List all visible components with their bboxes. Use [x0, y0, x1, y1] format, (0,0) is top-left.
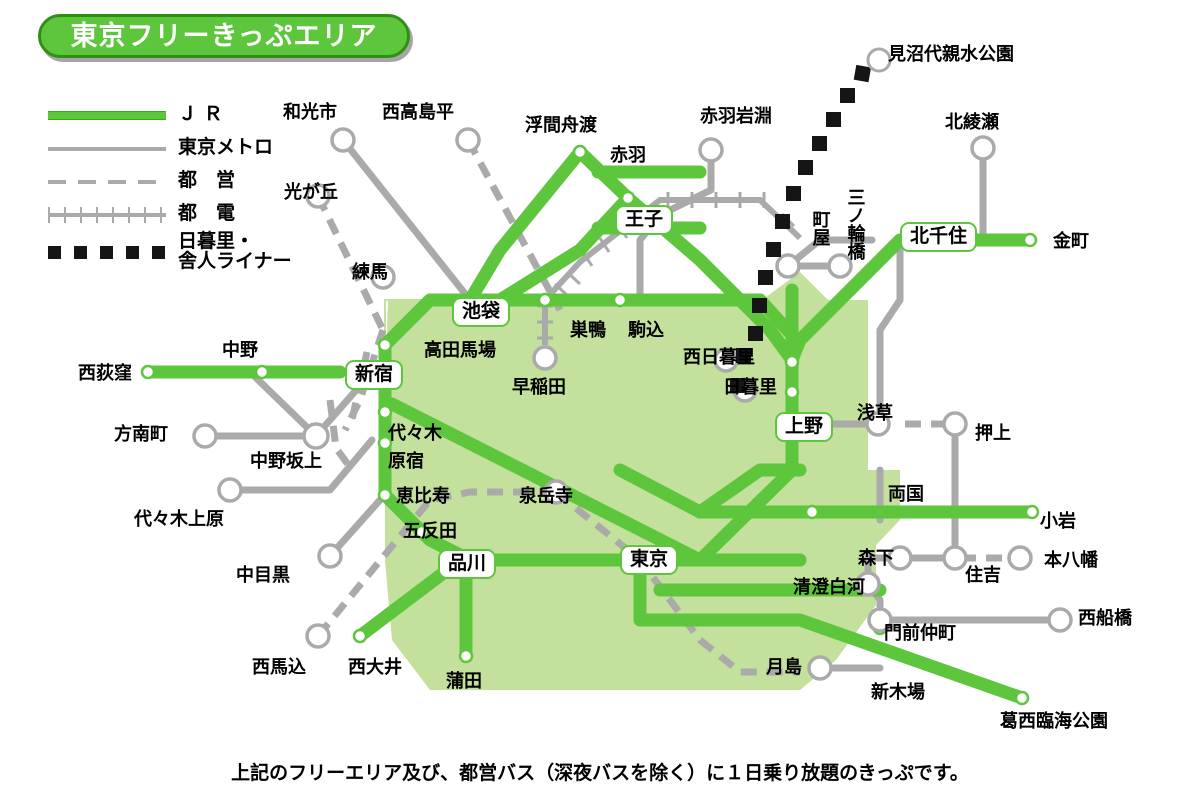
station-label: 蒲田	[446, 671, 482, 692]
station-label: 西大井	[348, 657, 402, 678]
major-station-label: 王子	[615, 205, 674, 235]
legend-label-jr: Ｊ Ｒ	[178, 102, 223, 125]
station-label: 葛西臨海公園	[1000, 711, 1108, 732]
jr-lines	[141, 145, 1039, 705]
station-label: 練馬	[352, 262, 388, 283]
station-label: 光が丘	[284, 182, 338, 203]
station-label: 新木場	[871, 682, 925, 703]
station-label: 森下	[858, 548, 894, 569]
map-title-text: 東京フリーきっぷエリア	[70, 20, 378, 52]
station-label: 赤羽岩淵	[700, 106, 772, 127]
jr-line-icon	[48, 104, 166, 126]
station-label: 浮間舟渡	[525, 115, 597, 136]
station-label: 西荻窪	[78, 363, 132, 384]
legend-item-liner: 日暮里・ 舎人ライナー	[48, 230, 328, 274]
station-label: 門前仲町	[884, 623, 956, 644]
station-label: 中野坂上	[250, 451, 322, 472]
major-station-label: 北千住	[900, 222, 978, 252]
station-label: 代々木	[388, 423, 442, 444]
liner-line-icon	[48, 241, 166, 263]
metro-line-icon	[48, 137, 166, 159]
station-label: 方南町	[114, 424, 168, 445]
station-label: 泉岳寺	[519, 486, 573, 507]
legend: Ｊ Ｒ 東京メトロ 都 営 都 電 日暮里・ 舎人ライナー	[48, 98, 328, 274]
station-label: 三ノ輪橋	[844, 188, 866, 260]
legend-item-toei: 都 営	[48, 164, 328, 197]
station-label: 原宿	[388, 451, 424, 472]
toden-line-icon	[48, 203, 166, 225]
station-label: 町屋	[809, 210, 831, 246]
station-label: 西船橋	[1078, 608, 1132, 629]
station-label: 北綾瀬	[945, 112, 999, 133]
station-label: 中野	[222, 340, 258, 361]
nippori-toneri-liner	[730, 47, 892, 393]
legend-label-liner: 日暮里・ 舎人ライナー	[178, 230, 292, 272]
station-label: 清澄白河	[793, 577, 865, 598]
station-label: 西高島平	[382, 102, 454, 123]
metro-station-circles	[192, 127, 1073, 681]
station-label: 高田馬場	[424, 340, 496, 361]
station-label: 日暮里	[723, 377, 777, 398]
legend-label-toden: 都 電	[178, 201, 236, 224]
station-label: 中目黒	[236, 565, 290, 586]
station-label: 押上	[975, 423, 1011, 444]
major-station-label: 新宿	[345, 360, 404, 390]
major-station-label: 上野	[775, 412, 834, 442]
legend-item-metro: 東京メトロ	[48, 131, 328, 164]
station-label: 早稲田	[512, 377, 566, 398]
legend-label-toei: 都 営	[178, 168, 236, 191]
toei-lines	[314, 138, 1020, 676]
toei-line-icon	[48, 170, 166, 192]
station-label: 住吉	[965, 565, 1001, 586]
station-label: 代々木上原	[134, 509, 224, 530]
legend-label-metro: 東京メトロ	[178, 135, 274, 158]
station-label: 小岩	[1040, 511, 1076, 532]
major-station-label: 池袋	[452, 297, 511, 327]
legend-item-jr: Ｊ Ｒ	[48, 98, 328, 131]
station-label: 西日暮里	[683, 347, 755, 368]
station-label: 駒込	[628, 320, 664, 341]
metro-lines	[201, 136, 1064, 672]
station-label: 恵比寿	[396, 486, 450, 507]
station-label: 月島	[766, 657, 802, 678]
station-label: 赤羽	[610, 145, 646, 166]
major-station-label: 品川	[438, 549, 497, 579]
map-title-badge: 東京フリーきっぷエリア	[38, 14, 410, 58]
station-label: 金町	[1053, 231, 1089, 252]
station-label: 西馬込	[252, 657, 306, 678]
station-label: 和光市	[283, 102, 337, 123]
map-caption: 上記のフリーエリア及び、都営バス（深夜バスを除く）に１日乗り放題のきっぷです。	[231, 762, 969, 784]
legend-item-toden: 都 電	[48, 197, 328, 230]
station-label: 巣鴨	[570, 320, 606, 341]
station-label: 五反田	[403, 521, 457, 542]
station-label: 浅草	[857, 403, 893, 424]
major-station-label: 東京	[620, 545, 679, 575]
station-label: 本八幡	[1044, 550, 1098, 571]
station-label: 両国	[888, 484, 924, 505]
station-label: 見沼代親水公園	[888, 44, 1014, 65]
